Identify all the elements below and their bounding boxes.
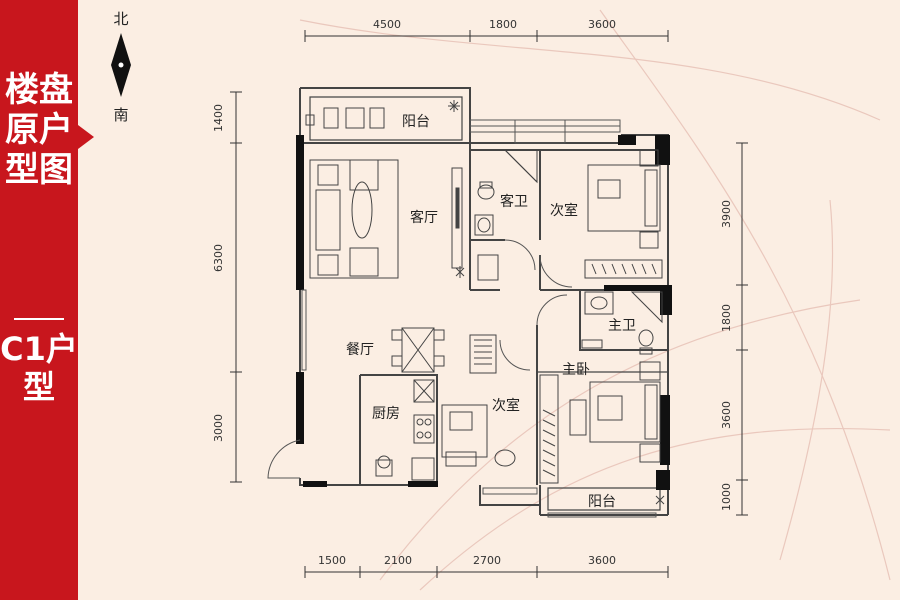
compass-south-label: 南 (113, 106, 128, 124)
plant-icon (448, 100, 460, 112)
plan-title: 楼盘原户型图 (5, 70, 73, 190)
dimension-right: 3900 1800 3600 1000 (720, 142, 748, 516)
dimension-left: 1400 6300 3000 (212, 91, 242, 483)
compass-north-label: 北 (113, 10, 128, 28)
dimension-top: 4500 1800 3600 (304, 18, 669, 42)
master-bedroom-furniture (539, 361, 661, 484)
room-label-dining-room: 餐厅 (346, 342, 374, 358)
bedroom-s-furniture (441, 404, 516, 467)
room-label-guest-bath: 客卫 (500, 193, 528, 210)
plant-icon (655, 494, 665, 506)
room-label-balcony-south: 阳台 (588, 494, 616, 510)
dimension-top-3: 3600 (588, 18, 616, 31)
dimension-bottom-2: 2100 (384, 554, 412, 567)
bedroom-ne-furniture (584, 149, 663, 279)
structural-columns (296, 135, 672, 490)
living-room-furniture (309, 159, 465, 279)
balcony-north-furniture (305, 100, 460, 129)
dimension-top-2: 1800 (489, 18, 517, 31)
banner-pointer (78, 125, 94, 149)
room-label-kitchen: 厨房 (372, 406, 400, 422)
title-banner: 楼盘原户型图 C1户型 (0, 0, 78, 600)
room-labels: 阳台 客厅 客卫 次室 主卫 餐厅 主卧 厨房 次室 阳台 (346, 114, 636, 510)
compass-center-icon (118, 62, 124, 68)
room-label-master-bath: 主卫 (608, 318, 636, 334)
room-label-living-room: 客厅 (410, 209, 438, 226)
dimension-bottom: 1500 2100 2700 3600 (304, 554, 669, 578)
dimension-bottom-1: 1500 (318, 554, 346, 567)
room-label-bedroom-s: 次室 (492, 397, 520, 414)
guest-bath-fixtures (474, 149, 538, 281)
doors (267, 239, 573, 479)
dimension-right-1: 3900 (720, 200, 733, 228)
plant-icon (455, 266, 465, 278)
room-label-balcony-north: 阳台 (402, 114, 430, 130)
title-divider (14, 318, 64, 320)
room-label-bedroom-ne: 次室 (550, 202, 578, 219)
dining-furniture (391, 327, 497, 374)
dimension-right-3: 3600 (720, 401, 733, 429)
room-label-master-bedroom: 主卧 (562, 362, 590, 378)
dimension-bottom-4: 3600 (588, 554, 616, 567)
kitchen-fixtures (375, 379, 435, 481)
dimension-right-2: 1800 (720, 304, 733, 332)
windows (301, 119, 657, 518)
unit-type-label: C1户型 (0, 330, 78, 406)
dimension-bottom-3: 2700 (473, 554, 501, 567)
dimension-left-3: 3000 (212, 414, 225, 442)
compass: 北 南 (111, 10, 131, 124)
dimension-left-2: 6300 (212, 244, 225, 272)
dimension-top-1: 4500 (373, 18, 401, 31)
dimension-right-4: 1000 (720, 483, 733, 511)
decorative-curves (299, 9, 891, 591)
master-bath-fixtures (581, 291, 663, 355)
dimension-left-1: 1400 (212, 104, 225, 132)
